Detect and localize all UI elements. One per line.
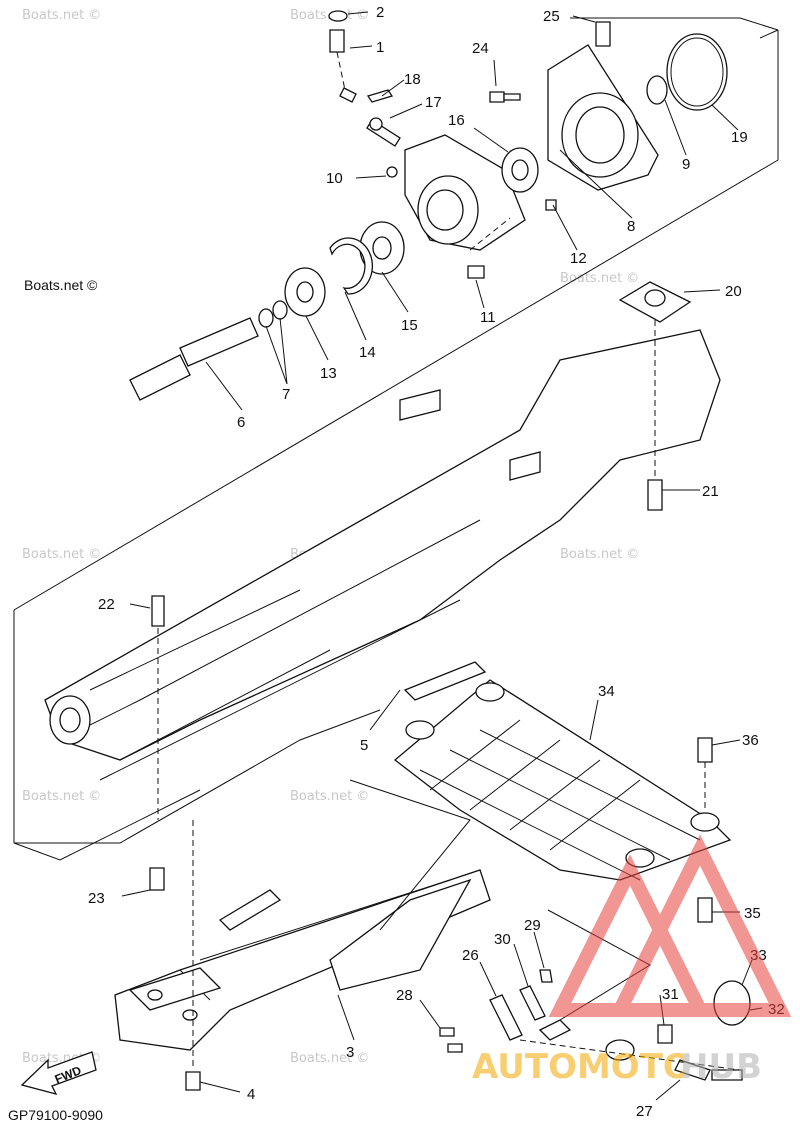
callout-28: 28 [396, 987, 413, 1004]
callout-22: 22 [98, 596, 115, 613]
callout-16: 16 [448, 112, 465, 129]
watermark: Boats.net © [290, 789, 369, 804]
callout-35: 35 [744, 905, 761, 922]
logo-triangle-right [608, 834, 792, 1017]
logo-word-hub: HUB [680, 1047, 762, 1087]
callout-19: 19 [731, 129, 748, 146]
callout-17: 17 [425, 94, 442, 111]
callout-1: 1 [376, 39, 384, 56]
group-frame [13, 29, 779, 843]
callout-34: 34 [598, 683, 615, 700]
callout-6: 6 [237, 414, 245, 431]
callout-10: 10 [326, 170, 343, 187]
callout-36: 36 [742, 732, 759, 749]
bolt-35 [697, 897, 713, 923]
callout-21: 21 [702, 483, 719, 500]
callout-9: 9 [682, 156, 690, 173]
watermark: Boats.net © [560, 271, 639, 286]
callout-13: 13 [320, 365, 337, 382]
callout-12: 12 [570, 250, 587, 267]
callout-7: 7 [282, 386, 290, 403]
callout-5: 5 [360, 737, 368, 754]
callout-20: 20 [725, 283, 742, 300]
automotohub-logo: AUTOMOTO HUB [472, 834, 792, 1087]
drawing-code: GP79100-9090 [8, 1107, 103, 1123]
callout-3: 3 [346, 1044, 354, 1061]
watermark: Boats.net © [22, 789, 101, 804]
watermark: Boats.net © [22, 8, 101, 23]
callout-27: 27 [636, 1103, 653, 1120]
callout-23: 23 [88, 890, 105, 907]
callout-8: 8 [627, 218, 635, 235]
callout-2: 2 [376, 4, 384, 21]
callout-4: 4 [247, 1086, 255, 1103]
watermark: Boats.net © [560, 547, 639, 562]
callout-15: 15 [401, 317, 418, 334]
intake-duct-body [13, 281, 721, 891]
copyright-watermark: Boats.net © [24, 277, 98, 293]
callout-24: 24 [472, 40, 489, 57]
logo-word-automoto: AUTOMOTO [472, 1047, 692, 1087]
group-frame-upper [570, 17, 779, 31]
callout-29: 29 [524, 917, 541, 934]
callout-18: 18 [404, 71, 421, 88]
ride-plate-assembly [114, 779, 491, 1091]
spacer-pad [403, 661, 487, 701]
callout-11: 11 [480, 309, 496, 326]
bolt-36 [697, 737, 713, 763]
callout-31: 31 [662, 986, 679, 1003]
watermark: Boats.net © [290, 1051, 369, 1066]
callout-26: 26 [462, 947, 479, 964]
callout-25: 25 [543, 8, 560, 25]
watermark: Boats.net © [22, 547, 101, 562]
callout-14: 14 [359, 344, 376, 361]
bearing-housing-assembly [129, 10, 728, 401]
callout-30: 30 [494, 931, 511, 948]
